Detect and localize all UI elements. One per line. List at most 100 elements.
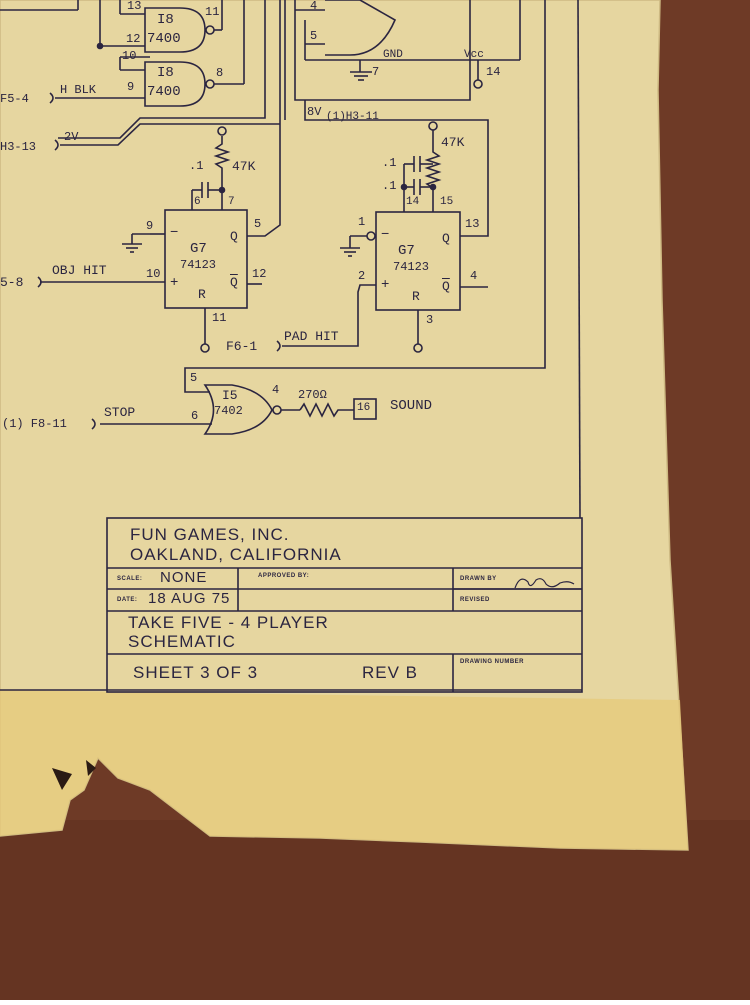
vcc-pin-14: 14 <box>486 65 501 79</box>
company-name: FUN GAMES, INC. <box>130 525 290 544</box>
drawing-title-line2: SCHEMATIC <box>128 632 236 651</box>
revision: REV B <box>362 663 419 682</box>
right-reset: R <box>412 289 420 304</box>
left-cap-value: .1 <box>189 159 204 173</box>
left-ref: G7 <box>190 241 207 257</box>
scale-label: SCALE: <box>117 576 143 582</box>
i8a-pin-12: 12 <box>126 32 141 46</box>
i8a-part: 7400 <box>147 31 181 47</box>
signal-h3-11: (1)H3-11 <box>326 111 379 123</box>
vcc-terminal <box>200 343 210 353</box>
i8b-gate-body <box>144 61 206 107</box>
right-ref: G7 <box>398 243 415 259</box>
right-plus: + <box>381 277 390 293</box>
signal-sound: SOUND <box>390 398 433 414</box>
right-pin-14: 14 <box>406 196 420 208</box>
wire <box>304 100 470 121</box>
paper-tear-mark <box>52 760 96 790</box>
i8a-gate-body <box>144 7 206 53</box>
i8b-ref: I8 <box>157 65 174 81</box>
junction-dot <box>429 183 437 191</box>
revised-label: REVISED <box>460 597 490 603</box>
resistor-47k-right <box>424 130 442 200</box>
left-minus: − <box>170 225 179 241</box>
left-pin-10: 10 <box>146 267 161 281</box>
table-shadow <box>0 820 750 1000</box>
signal-pad-hit: PAD HIT <box>284 329 339 344</box>
drawn-by-signature <box>514 578 575 589</box>
signal-h-blk: H BLK <box>60 83 97 97</box>
right-pin-4: 4 <box>470 269 478 283</box>
connector-mark <box>37 276 42 288</box>
approved-by-label: APPROVED BY: <box>258 573 310 579</box>
vcc-terminal <box>473 79 483 89</box>
i8a-pin-10: 10 <box>122 49 137 63</box>
signal-stop: STOP <box>104 405 136 420</box>
resistor-270-value: 270Ω <box>298 388 327 402</box>
connector-mark <box>91 418 96 430</box>
paper-yellowed-edge <box>0 690 688 850</box>
wiring <box>0 0 583 693</box>
date-value: 18 AUG 75 <box>148 590 231 607</box>
vcc-terminal <box>413 343 423 353</box>
company-city: OAKLAND, CALIFORNIA <box>130 545 342 564</box>
left-pin-7: 7 <box>228 196 235 208</box>
top-gate-pin-5: 5 <box>310 29 318 43</box>
drawn-by-label: DRAWN BY <box>460 576 497 582</box>
sheet-number: SHEET 3 OF 3 <box>133 663 259 682</box>
wire <box>247 0 281 237</box>
wire <box>184 0 546 393</box>
i8a-pin-11: 11 <box>205 5 220 19</box>
right-res-value: 47K <box>441 135 465 150</box>
i8b-pin-9: 9 <box>127 80 135 94</box>
signal-f8-11: (1) F8-11 <box>2 417 67 431</box>
i5-gate-body <box>203 384 273 435</box>
signal-8v: 8V <box>307 105 322 119</box>
i5-part: 7402 <box>214 404 243 418</box>
wire <box>60 123 280 146</box>
date-label: DATE: <box>117 597 138 603</box>
sound-pad <box>353 398 377 420</box>
right-pin-2: 2 <box>358 269 366 283</box>
i8b-part: 7400 <box>147 84 181 100</box>
i8b-pin-8: 8 <box>216 66 224 80</box>
left-pin-11: 11 <box>212 311 227 325</box>
wire <box>282 284 376 347</box>
left-pin-9: 9 <box>146 219 154 233</box>
vcc-label: Vcc <box>464 49 484 61</box>
wire <box>294 0 471 101</box>
signal-5-8: 5-8 <box>0 275 24 290</box>
right-minus: − <box>381 227 390 243</box>
gnd-pin-7: 7 <box>372 65 380 79</box>
left-pin-12: 12 <box>252 267 267 281</box>
right-pin-15: 15 <box>440 196 454 208</box>
sheet-border-right <box>577 0 581 519</box>
signal-f6-1: F6-1 <box>226 339 258 354</box>
i5-pin-5: 5 <box>190 371 198 385</box>
vcc-terminal <box>428 121 438 131</box>
i8a-pin-13: 13 <box>127 0 142 13</box>
left-pin-5: 5 <box>254 217 262 231</box>
g7-left-body <box>164 209 248 309</box>
left-reset: R <box>198 287 206 302</box>
i5-pin-6: 6 <box>191 409 199 423</box>
connector-mark <box>49 92 54 104</box>
vcc-terminal <box>217 126 227 136</box>
left-qbar: Q <box>230 275 238 290</box>
right-qbar: Q <box>442 279 450 294</box>
scale-value: NONE <box>160 569 208 586</box>
right-pin-3: 3 <box>426 313 434 327</box>
right-q: Q <box>442 231 450 246</box>
title-block-frame <box>106 517 583 693</box>
left-plus: + <box>170 275 179 291</box>
drawing-title-line1: TAKE FIVE - 4 PLAYER <box>128 613 329 632</box>
signal-f5-4: F5-4 <box>0 92 29 106</box>
signal-obj-hit: OBJ HIT <box>52 263 107 278</box>
left-pin-6: 6 <box>194 196 201 208</box>
wire <box>58 0 266 139</box>
sound-pin-16: 16 <box>357 402 371 414</box>
connector-mark <box>276 340 281 352</box>
resistor-47k-left <box>213 136 231 180</box>
